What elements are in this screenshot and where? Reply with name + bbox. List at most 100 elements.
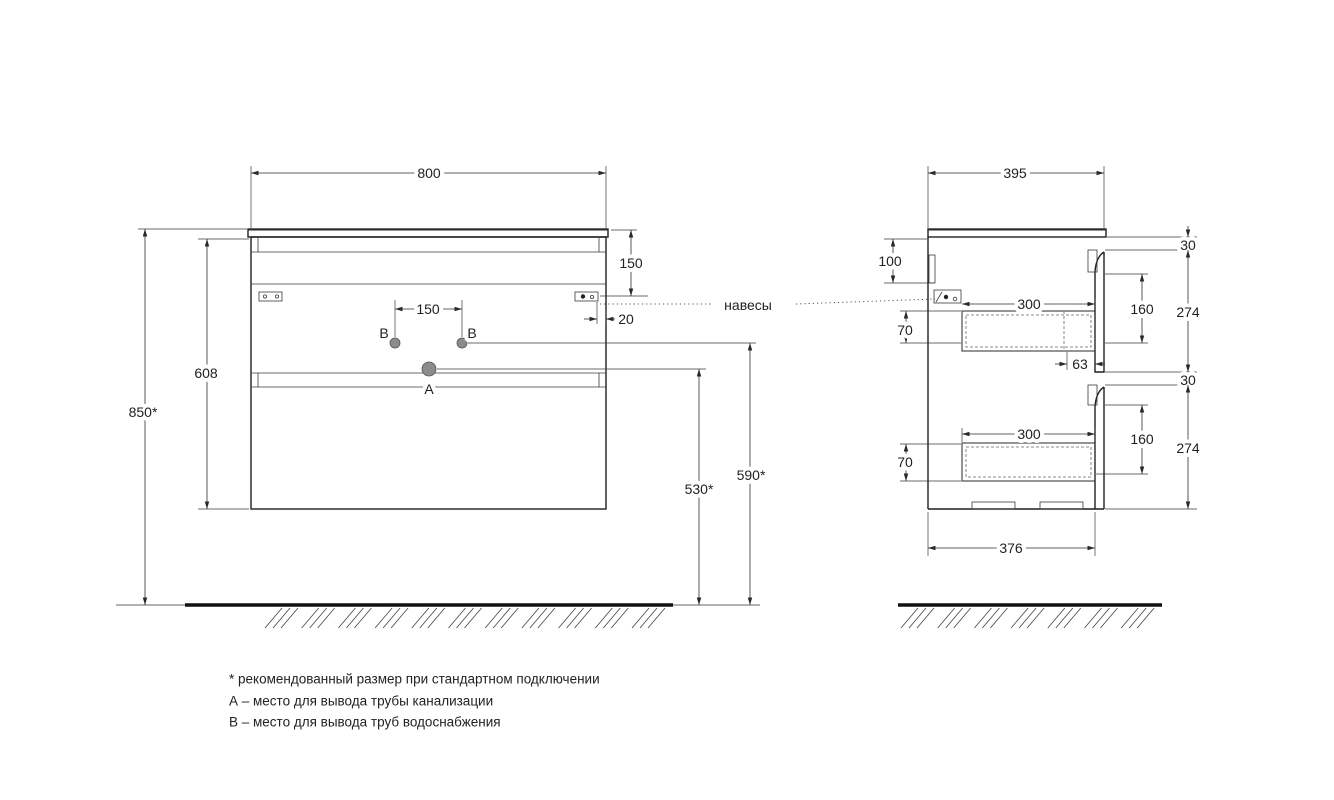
legend: * рекомендованный размер при стандартном… xyxy=(229,672,600,730)
legend-note-b: В – место для вывода труб водоснабжения xyxy=(229,715,501,730)
legend-note-a: А – место для вывода трубы канализации xyxy=(229,694,493,709)
floor-hatch-line xyxy=(631,607,650,629)
hinges-callout-label: навесы xyxy=(724,297,772,313)
hinge-plate xyxy=(574,291,599,302)
cabinet-height-label: 608 xyxy=(194,365,218,381)
floor-hatch-line xyxy=(301,607,320,629)
lower-drawer-side-label: 160 xyxy=(1130,431,1154,447)
floor-hatch-line xyxy=(521,607,540,629)
floor-hatch-line xyxy=(456,607,474,629)
water-pipe-height-label: 590* xyxy=(737,467,766,483)
floor-hatch-line xyxy=(945,607,964,629)
drain-pipe-marker: А xyxy=(424,381,434,397)
overall-height-label: 850* xyxy=(129,404,158,420)
floor-hatch-line xyxy=(419,607,438,629)
floor-hatch-line xyxy=(280,607,299,629)
floor-hatch-line xyxy=(537,607,556,629)
water-pipe-right xyxy=(456,337,468,349)
drawer-front-offset-label: 63 xyxy=(1072,356,1088,372)
floor-hatch-line xyxy=(900,607,919,629)
side-hinge-fixture xyxy=(933,289,962,304)
floor-hatch-line xyxy=(937,607,956,629)
floor-hatch-line xyxy=(1018,607,1037,629)
floor-hatch-line xyxy=(272,607,291,629)
upper-handle-channel xyxy=(1087,249,1098,273)
floor-hatch-line xyxy=(1010,607,1029,629)
hinge-height-label: 100 xyxy=(878,253,902,269)
hinge-screw xyxy=(262,294,267,299)
front-hinge-right xyxy=(574,291,599,302)
floor-hatch-line xyxy=(602,607,621,629)
lower-handle-channel xyxy=(1087,384,1098,406)
front-dimensions: 800 850* 608 150 20 150 590* 530* xyxy=(125,161,936,605)
floor-hatch-line xyxy=(529,607,548,629)
floor-hatch-line xyxy=(574,607,592,629)
water-pipe-right-marker: В xyxy=(467,325,476,341)
upper-drawer-box-inner xyxy=(965,314,1092,348)
side-view xyxy=(927,228,1107,510)
lower-handle-gap-label: 30 xyxy=(1180,372,1196,388)
lower-drawer-depth-label: 300 xyxy=(1017,426,1041,442)
floor-hatch-line xyxy=(448,607,466,629)
hinge-screw xyxy=(952,296,958,302)
floor-hatch-line xyxy=(1084,607,1102,629)
floor-hatching xyxy=(264,607,1155,629)
floor-hatch-line xyxy=(492,607,511,629)
floor-hatch-line xyxy=(382,607,401,629)
hinge-plate xyxy=(258,291,283,302)
hinge-screw xyxy=(590,294,595,299)
floor xyxy=(116,603,1162,629)
lower-drawer-box-height-label: 70 xyxy=(897,454,913,470)
floor-hatch-line xyxy=(639,607,658,629)
floor-hatch-line xyxy=(908,607,927,629)
floor-hatch-line xyxy=(464,607,482,629)
pipe-spacing-label: 150 xyxy=(416,301,440,317)
upper-handle-gap-label: 30 xyxy=(1180,237,1196,253)
upper-drawer-box xyxy=(961,310,1096,352)
floor-hatch-line xyxy=(317,607,336,629)
floor-hatch-line xyxy=(338,607,356,629)
wall-bracket xyxy=(928,254,936,284)
floor-hatch-line xyxy=(484,607,503,629)
upper-drawer-side-label: 160 xyxy=(1130,301,1154,317)
floor-hatch-line xyxy=(264,607,283,629)
floor-hatch-line xyxy=(982,607,1000,629)
water-pipe-left-marker: В xyxy=(379,325,388,341)
upper-drawer-front xyxy=(1094,251,1105,373)
upper-drawer-box-height-label: 70 xyxy=(897,322,913,338)
floor-hatch-line xyxy=(1100,607,1118,629)
carcass-depth-label: 376 xyxy=(999,540,1023,556)
floor-hatch-line xyxy=(647,607,666,629)
drain-pipe-height-label: 530* xyxy=(685,481,714,497)
floor-hatch-line xyxy=(1120,607,1139,629)
floor-hatch-line xyxy=(974,607,992,629)
floor-hatch-line xyxy=(354,607,372,629)
floor-hatch-line xyxy=(390,607,409,629)
side-dimensions: 395 100 300 70 63 300 70 376 xyxy=(874,161,1204,560)
hinges-callout-leader xyxy=(795,298,936,305)
floor-hatch-line xyxy=(1092,607,1110,629)
hinge-plate xyxy=(933,289,962,304)
hinge-pivot xyxy=(580,294,586,299)
floor-hatch-line xyxy=(594,607,613,629)
floor-hatch-line xyxy=(500,607,519,629)
floor-hatch-line xyxy=(566,607,584,629)
cabinet-foot xyxy=(971,501,1016,510)
width-label: 800 xyxy=(417,165,441,181)
floor-hatch-line xyxy=(1026,607,1045,629)
floor-hatch-line xyxy=(953,607,972,629)
floor-hatch-line xyxy=(1063,607,1082,629)
hinge-inset-label: 20 xyxy=(618,311,634,327)
upper-drawer-depth-label: 300 xyxy=(1017,296,1041,312)
floor-hatch-line xyxy=(558,607,576,629)
floor-hatch-line xyxy=(346,607,364,629)
floor-hatch-line xyxy=(411,607,430,629)
floor-hatch-line xyxy=(916,607,935,629)
drain-pipe xyxy=(421,361,437,377)
water-pipe-left xyxy=(389,337,401,349)
floor-hatch-line xyxy=(990,607,1008,629)
overall-depth-label: 395 xyxy=(1003,165,1027,181)
lower-drawer-box-inner xyxy=(965,446,1092,478)
hinge-screw xyxy=(274,294,279,299)
floor-hatch-line xyxy=(427,607,446,629)
